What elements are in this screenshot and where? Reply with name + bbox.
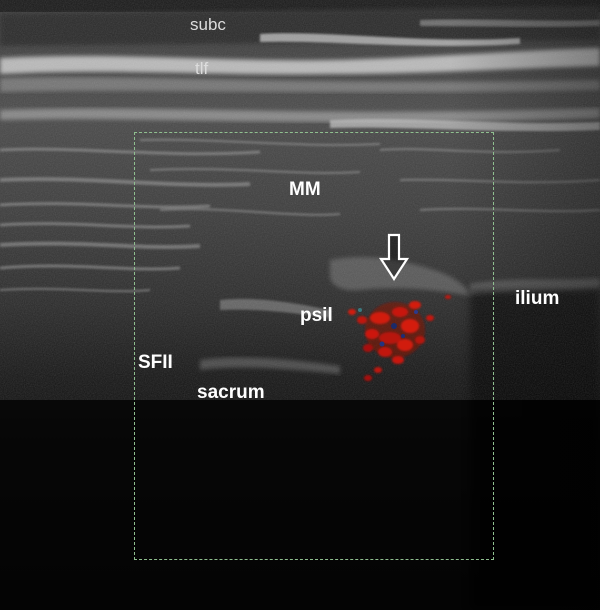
label-ilium: ilium xyxy=(515,288,560,309)
label-subc: subc xyxy=(190,15,226,34)
label-sfii: SFII xyxy=(138,352,173,373)
label-tlf: tlf xyxy=(195,59,209,78)
label-mm: MM xyxy=(289,179,321,200)
doppler-flow-cluster xyxy=(348,295,451,381)
doppler-roi-box xyxy=(134,132,494,560)
label-sacrum: sacrum xyxy=(197,382,265,403)
down-arrow-icon xyxy=(379,233,409,281)
label-psil: psil xyxy=(300,305,333,326)
